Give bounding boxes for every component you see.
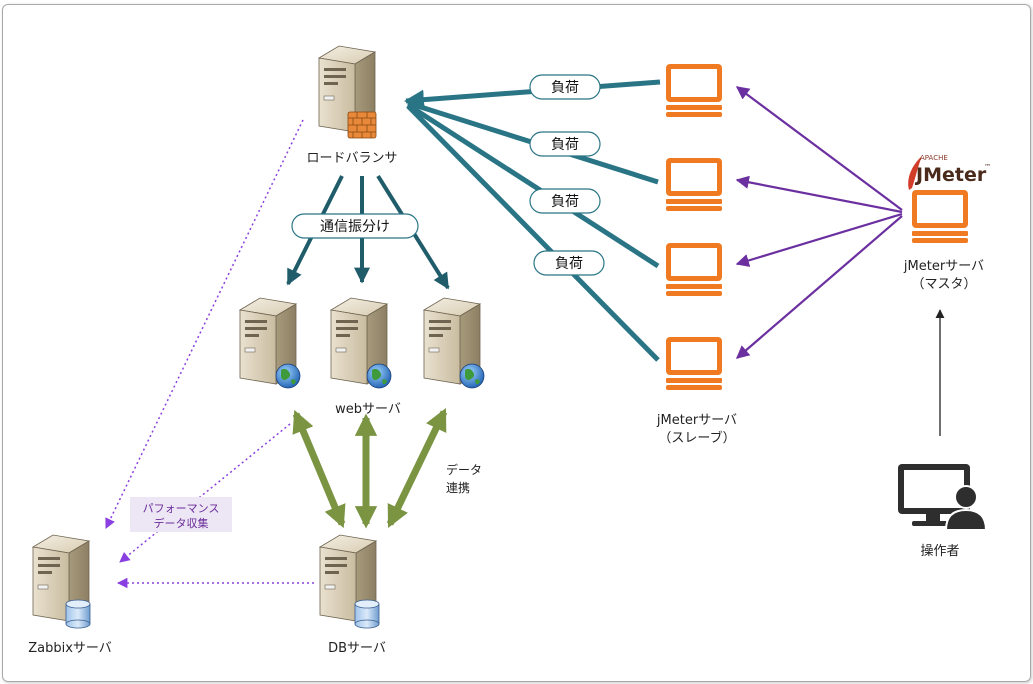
svg-text:負荷: 負荷	[555, 256, 583, 272]
web-server-3	[423, 297, 485, 389]
svg-text:負荷: 負荷	[551, 80, 579, 96]
jmeter-slave-4	[666, 337, 722, 390]
svg-text:APACHE: APACHE	[920, 154, 948, 162]
operator-label: 操作者	[920, 543, 959, 559]
jmeter-slave-label-1: jMeterサーバ	[656, 413, 737, 428]
db-server-label: DBサーバ	[328, 641, 386, 656]
data-link-label-2: 連携	[446, 480, 470, 495]
db-server-node: DBサーバ	[319, 534, 386, 656]
web-server-2	[330, 297, 392, 389]
data-link-arrows	[292, 407, 448, 529]
svg-text:負荷: 負荷	[551, 137, 579, 153]
operator-icon	[898, 464, 988, 531]
jmeter-slave-3	[666, 243, 722, 296]
load-balancer-label: ロードバランサ	[306, 151, 397, 166]
load-label-3: 負荷	[529, 188, 601, 214]
svg-text:JMeter: JMeter	[914, 164, 987, 186]
data-link-label-1: データ	[446, 462, 482, 477]
svg-text:パフォーマンス: パフォーマンス	[143, 502, 220, 515]
web-servers-label: webサーバ	[335, 402, 401, 417]
zabbix-server-node: Zabbixサーバ	[28, 534, 112, 656]
jmeter-slave-1	[666, 64, 722, 117]
web-server-1	[239, 297, 301, 389]
jmeter-master-label-1: jMeterサーバ	[903, 259, 984, 274]
distribution-label: 通信振分け	[291, 213, 419, 239]
zabbix-server-label: Zabbixサーバ	[28, 641, 112, 656]
jmeter-logo: APACHE JMeter ™	[908, 154, 991, 190]
load-label-2: 負荷	[529, 131, 601, 157]
database-icon	[65, 599, 91, 629]
perf-collect-lines	[105, 119, 314, 589]
perf-collect-label: パフォーマンス データ収集	[130, 497, 232, 532]
svg-text:通信振分け: 通信振分け	[320, 219, 390, 235]
load-label-4: 負荷	[533, 250, 605, 276]
load-balancer-node: ロードバランサ	[306, 45, 398, 166]
svg-text:負荷: 負荷	[551, 194, 579, 210]
jmeter-master-node	[912, 190, 968, 243]
firewall-icon	[347, 111, 377, 139]
svg-text:™: ™	[984, 163, 991, 171]
diagram-frame	[2, 4, 1031, 682]
jmeter-slave-2	[666, 158, 722, 211]
database-icon	[354, 599, 380, 629]
jmeter-master-label-2: （マスタ）	[911, 277, 976, 292]
control-arrows	[735, 86, 903, 359]
feather-icon	[908, 156, 922, 190]
load-label-1: 負荷	[529, 74, 601, 100]
svg-text:データ収集: データ収集	[154, 516, 209, 530]
jmeter-slave-label-2: （スレーブ）	[658, 430, 735, 446]
